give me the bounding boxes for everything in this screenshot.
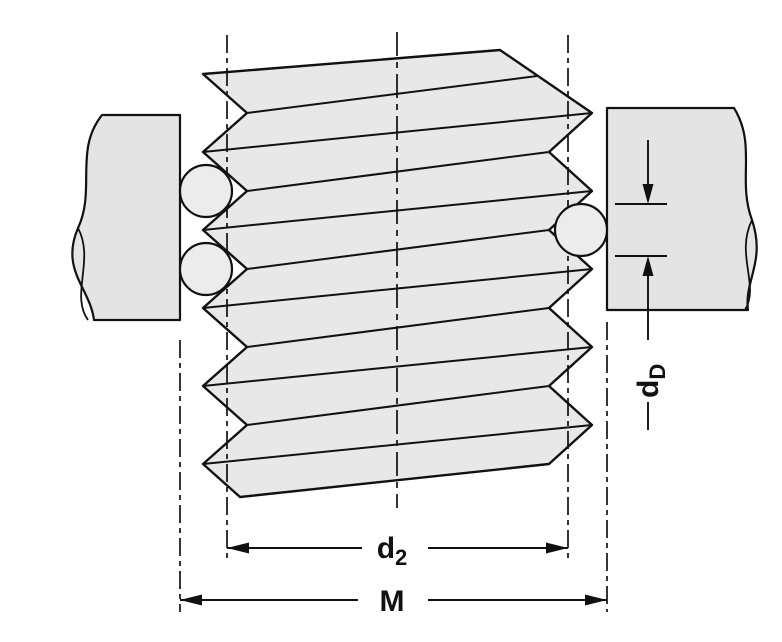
d2-arrow-right [546,542,568,554]
thread-crest-line [202,346,593,387]
dd-dimension: dD [615,140,670,430]
d2-dimension: d2 [227,532,568,570]
m-dimension: M [180,585,607,618]
measuring-wire-left-bottom [178,241,234,297]
thread-root-line [246,229,550,270]
m-arrow-right [585,594,607,606]
thread-root-line [246,385,550,426]
thread-root-line [246,151,550,192]
measuring-wire-right [553,202,609,258]
right-anvil [605,106,758,312]
measuring-wire-left-top [178,163,234,219]
thread-root-line [246,75,538,114]
d2-label: d2 [377,532,408,570]
dd-arrow-up [642,256,654,276]
d2-arrow-left [227,542,249,554]
right-anvil-break-line [744,219,753,311]
dd-label: dD [632,364,670,398]
m-label: M [380,585,405,618]
left-anvil-break-line [77,227,89,321]
thread-root-line [246,307,550,348]
m-arrow-left [180,594,202,606]
left-anvil [71,113,182,322]
thread-root-lines [246,75,550,426]
dd-arrow-down [642,184,654,204]
